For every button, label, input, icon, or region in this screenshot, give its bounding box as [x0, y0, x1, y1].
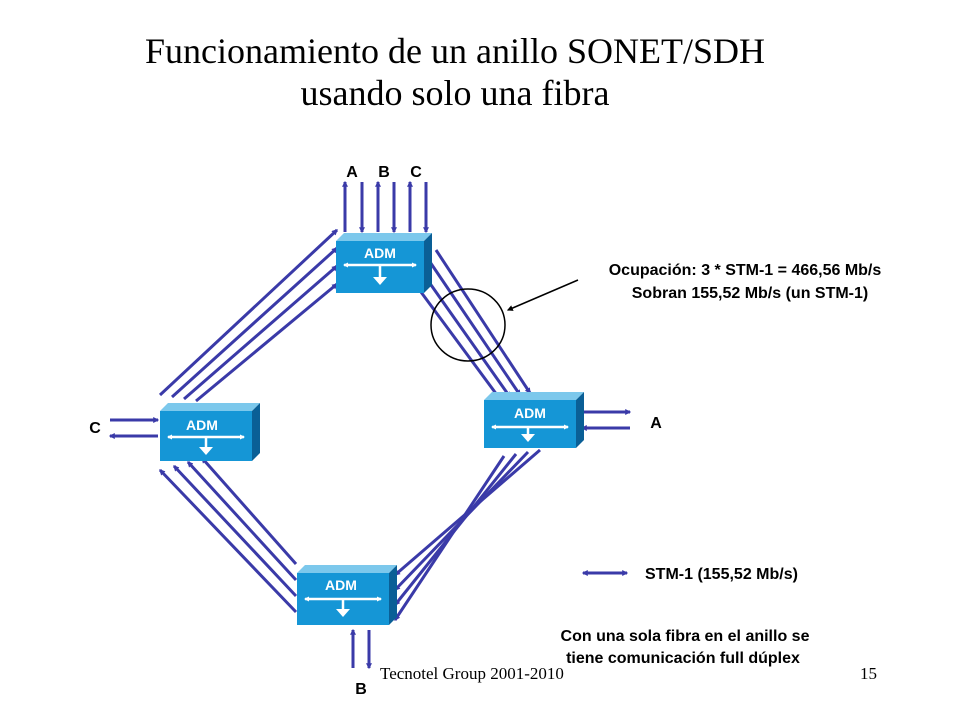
link-top-right [416, 249, 532, 400]
tributaries-bottom [350, 628, 372, 670]
slide-title: Funcionamiento de un anillo SONET/SDH us… [0, 30, 910, 114]
port-label-top-c: C [410, 164, 422, 181]
adm-node-top: ADM [336, 233, 432, 293]
adm-node-right: ADM [484, 392, 584, 448]
adm-label-right: ADM [514, 405, 546, 421]
link-left-top [158, 228, 339, 403]
tributaries-top [342, 180, 429, 234]
adm-label-top: ADM [364, 245, 396, 261]
page-number: 15 [860, 664, 877, 683]
port-label-top-a: A [346, 164, 358, 181]
legend-label: STM-1 (155,52 Mb/s) [645, 566, 798, 583]
port-label-right: A [650, 415, 662, 432]
tributaries-right [580, 409, 632, 431]
link-right-bottom [393, 448, 541, 621]
adm-label-bottom: ADM [325, 577, 357, 593]
adm-label-left: ADM [186, 417, 218, 433]
annotation-pointer-arrow [506, 279, 579, 311]
note-line-2: tiene comunicación full dúplex [566, 650, 800, 667]
tributaries-left [108, 417, 160, 439]
title-line-1: Funcionamiento de un anillo SONET/SDH [145, 31, 765, 71]
port-label-left: C [89, 420, 101, 437]
adm-node-bottom: ADM [297, 565, 397, 625]
link-bottom-left [158, 457, 298, 614]
title-line-2: usando solo una fibra [300, 73, 610, 113]
footer-copyright: Tecnotel Group 2001-2010 [380, 664, 564, 683]
adm-node-left: ADM [160, 403, 260, 461]
annotation-line-2: Sobran 155,52 Mb/s (un STM-1) [632, 285, 868, 302]
port-label-bottom: B [355, 681, 367, 698]
port-label-top-b: B [378, 164, 390, 181]
annotation-line-1: Ocupación: 3 * STM-1 = 466,56 Mb/s [609, 262, 882, 279]
occupancy-highlight-circle [430, 288, 506, 362]
note-line-1: Con una sola fibra en el anillo se [561, 628, 810, 645]
